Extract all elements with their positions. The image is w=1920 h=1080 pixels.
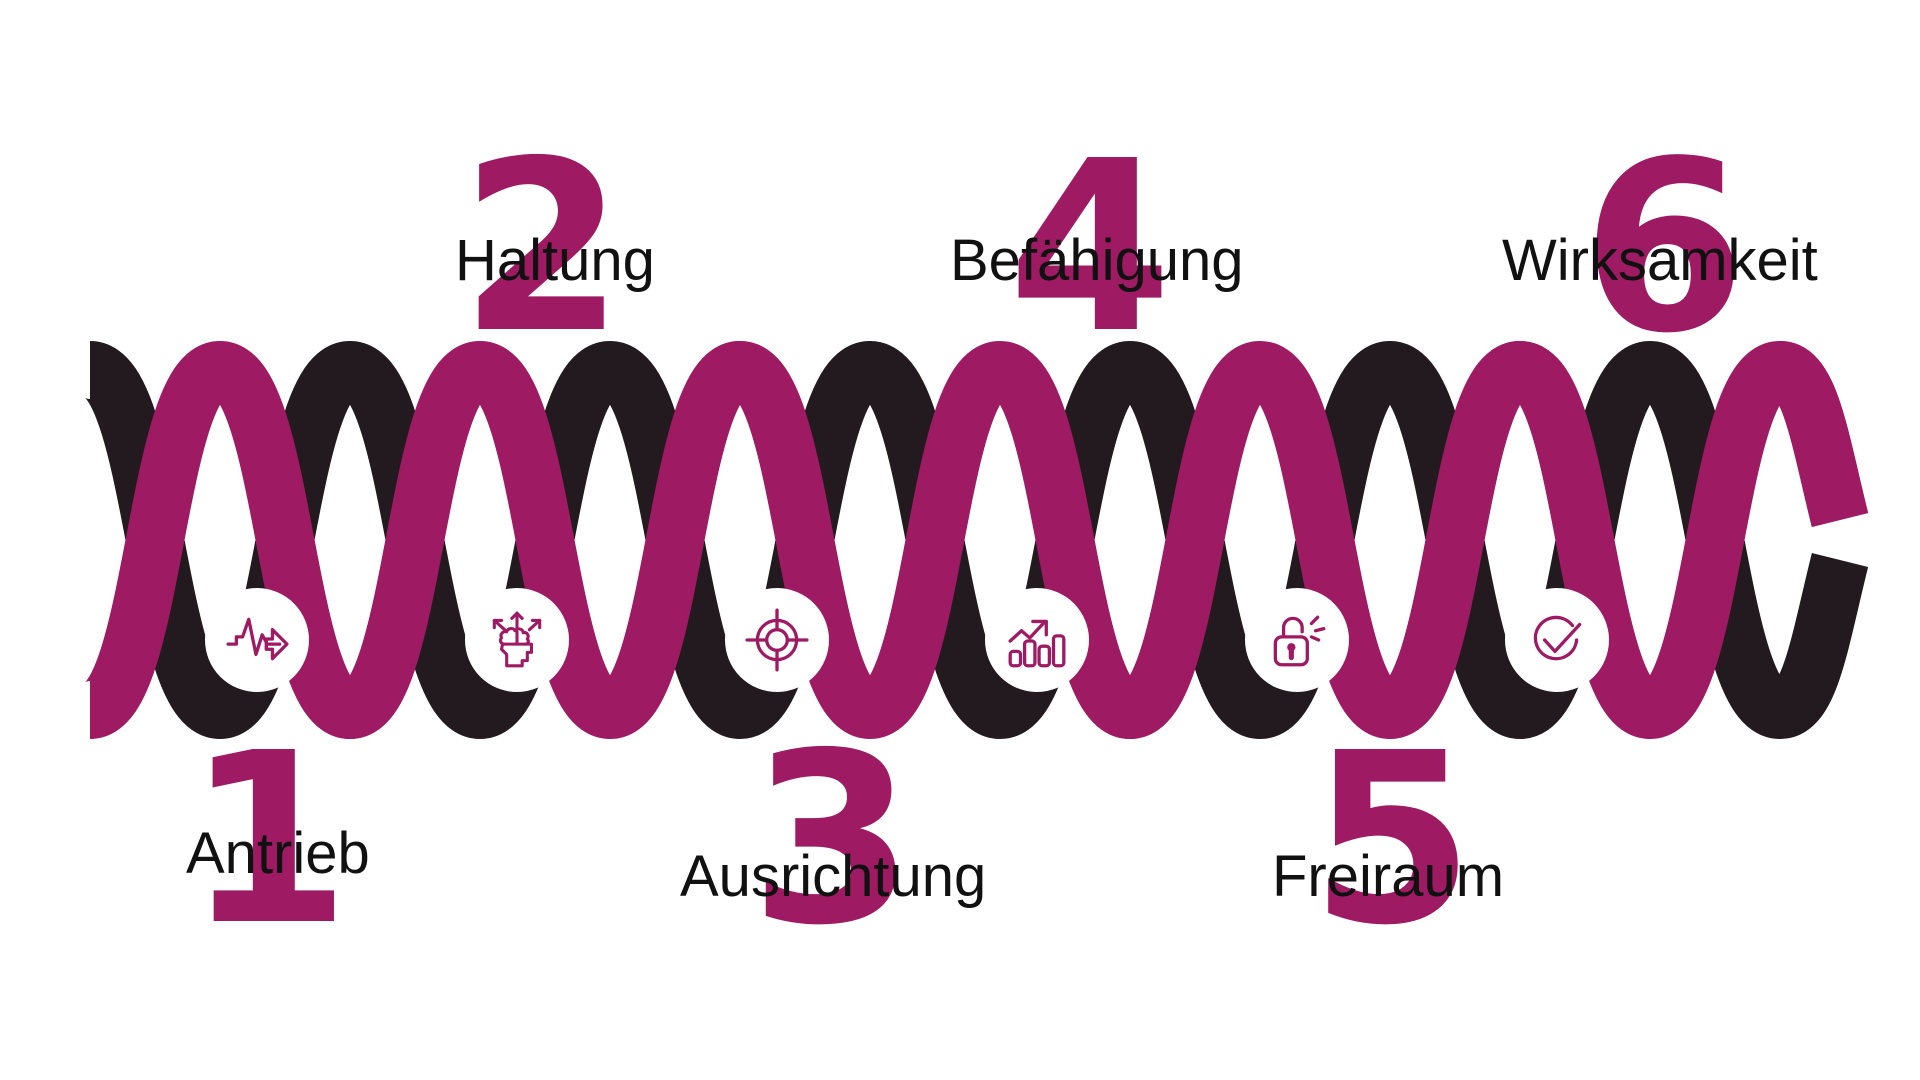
step-label-befaehigung: Befähigung xyxy=(950,228,1244,293)
step-number-1: 1 xyxy=(186,702,350,977)
step-number-5: 5 xyxy=(1310,702,1474,977)
head-brain-arrows-icon xyxy=(484,607,550,673)
step-label-ausrichtung: Ausrichtung xyxy=(680,844,987,909)
step-icon-disc-2[interactable] xyxy=(465,588,569,692)
step-label-freiraum: Freiraum xyxy=(1272,844,1505,909)
bar-chart-growth-icon xyxy=(1004,607,1070,673)
step-icon-disc-3[interactable] xyxy=(725,588,829,692)
step-icon-disc-1[interactable] xyxy=(205,588,309,692)
step-label-antrieb: Antrieb xyxy=(186,821,370,886)
step-number-6: 6 xyxy=(1582,110,1746,385)
step-label-haltung: Haltung xyxy=(455,228,655,293)
pulse-arrow-icon xyxy=(224,607,290,673)
crosshair-target-icon xyxy=(744,607,810,673)
check-circle-icon xyxy=(1524,607,1590,673)
step-number-2: 2 xyxy=(460,110,624,385)
step-number-4: 4 xyxy=(1008,110,1172,385)
open-padlock-icon xyxy=(1264,607,1330,673)
step-label-wirksamkeit: Wirksamkeit xyxy=(1502,228,1818,293)
step-icon-disc-5[interactable] xyxy=(1245,588,1349,692)
step-icon-disc-6[interactable] xyxy=(1505,588,1609,692)
step-icon-disc-4[interactable] xyxy=(985,588,1089,692)
step-number-3: 3 xyxy=(750,702,914,977)
